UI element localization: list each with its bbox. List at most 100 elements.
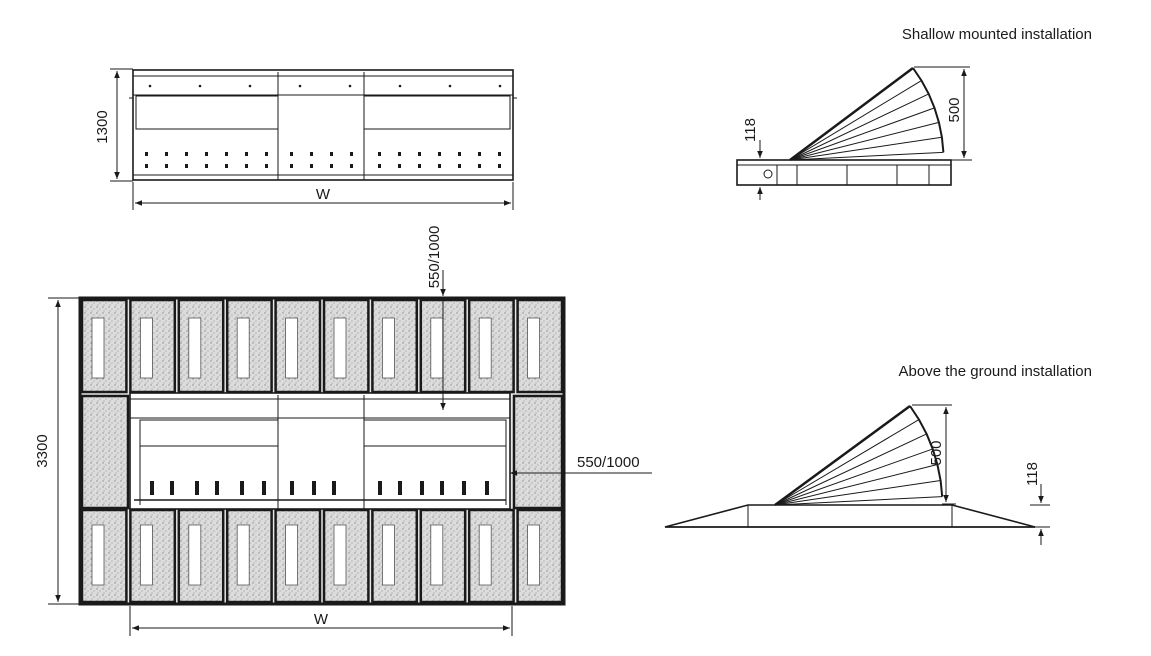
fastener — [205, 164, 208, 168]
fastener — [398, 152, 401, 156]
panel-slot — [139, 317, 153, 379]
arm-edge — [912, 67, 945, 153]
panel-slot — [91, 524, 105, 586]
shallow-118-label: 118 — [742, 118, 759, 142]
fastener — [350, 164, 353, 168]
panel-slot — [430, 317, 444, 379]
panel-slot — [91, 317, 105, 379]
fastener — [398, 164, 401, 168]
fastener — [245, 152, 248, 156]
side-panel — [512, 394, 564, 510]
arm-segment — [774, 496, 943, 506]
front-height-label: 1300 — [94, 110, 111, 143]
above-500-label: 500 — [928, 440, 945, 465]
panel-slot — [188, 317, 202, 379]
panel-slot — [285, 317, 299, 379]
fastener — [290, 164, 293, 168]
arm-segment — [789, 121, 940, 161]
fastener — [262, 481, 266, 495]
shallow-title: Shallow mounted installation — [902, 26, 1092, 43]
arm-segment — [789, 136, 942, 161]
plan-width-label: W — [314, 611, 329, 628]
fastener — [398, 481, 402, 495]
arm-segment — [774, 404, 911, 507]
fastener — [145, 152, 148, 156]
panel-slot — [139, 524, 153, 586]
above-barrier-arm — [774, 404, 944, 507]
front-width-label: W — [316, 186, 331, 203]
fastener — [438, 152, 441, 156]
fastener — [398, 84, 402, 88]
ramp-side-label: 550/1000 — [577, 454, 640, 471]
fastener — [185, 164, 188, 168]
fastener — [378, 481, 382, 495]
panel-slot — [527, 317, 540, 379]
fastener — [350, 152, 353, 156]
fastener — [198, 84, 202, 88]
arm-edge — [909, 405, 944, 497]
fastener — [185, 152, 188, 156]
panel-slot — [478, 317, 492, 379]
plan-view: 3300 W 550/1000 550/1000 — [34, 226, 652, 636]
fastener — [240, 481, 244, 495]
panel-slot — [285, 524, 299, 586]
arm-segment — [789, 80, 922, 161]
arm-segment — [774, 479, 941, 506]
fastener — [205, 152, 208, 156]
arm-segment — [774, 464, 938, 506]
front-view: 1300 W — [94, 68, 517, 210]
fastener — [348, 84, 352, 88]
fastener — [225, 152, 228, 156]
panel-slot — [333, 317, 347, 379]
fastener — [248, 84, 252, 88]
arm-segment — [774, 433, 927, 506]
above-title: Above the ground installation — [899, 363, 1092, 380]
fastener — [265, 152, 268, 156]
fastener — [150, 481, 154, 495]
panel-slot — [478, 524, 492, 586]
ramp-panels — [80, 298, 564, 604]
arm-segment — [789, 107, 935, 161]
plan-height-label: 3300 — [34, 434, 51, 467]
fastener — [478, 164, 481, 168]
fastener — [312, 481, 316, 495]
arm-segment — [774, 419, 920, 506]
fastener — [195, 481, 199, 495]
fastener — [145, 164, 148, 168]
fastener — [170, 481, 174, 495]
fastener — [498, 152, 501, 156]
fastener — [332, 481, 336, 495]
panel-slot — [188, 524, 202, 586]
fastener — [245, 164, 248, 168]
panel-slot — [236, 524, 250, 586]
shallow-500-label: 500 — [946, 97, 963, 122]
fastener — [378, 152, 381, 156]
panel-slot — [333, 524, 347, 586]
device-fasteners — [150, 481, 489, 495]
fastener — [148, 84, 152, 88]
fastener — [298, 84, 302, 88]
shallow-view: Shallow mounted installation 118 500 — [736, 26, 1092, 200]
fastener — [458, 164, 461, 168]
fastener — [290, 152, 293, 156]
fastener — [498, 84, 502, 88]
front-fasteners — [145, 84, 502, 168]
side-panel — [80, 394, 130, 510]
fastener — [458, 152, 461, 156]
fastener — [165, 164, 168, 168]
fastener — [498, 164, 501, 168]
panel-slot — [527, 524, 540, 586]
fastener — [418, 164, 421, 168]
fastener — [225, 164, 228, 168]
above-view: Above the ground installation 500 118 — [664, 363, 1092, 545]
fastener — [330, 152, 333, 156]
fastener — [310, 152, 313, 156]
fastener — [485, 481, 489, 495]
ramp-top-label: 550/1000 — [426, 226, 443, 289]
fastener — [330, 164, 333, 168]
fastener — [215, 481, 219, 495]
fastener — [165, 152, 168, 156]
fastener — [378, 164, 381, 168]
fastener — [420, 481, 424, 495]
